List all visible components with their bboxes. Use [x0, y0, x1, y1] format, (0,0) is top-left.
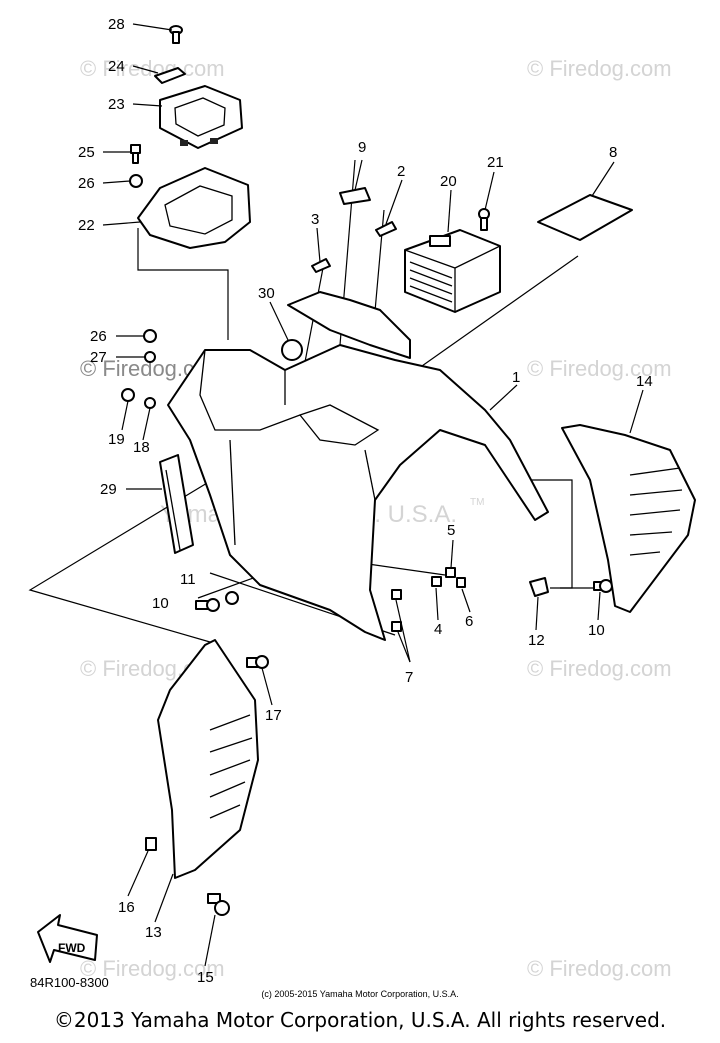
- callout-number: 26: [90, 328, 107, 345]
- callout-number: 25: [78, 144, 95, 161]
- callout-number: 13: [145, 924, 162, 941]
- callout-number: 22: [78, 217, 95, 234]
- guide-line: [137, 228, 229, 340]
- callout-number: 2: [397, 163, 405, 180]
- callout-number: 7: [405, 669, 413, 686]
- collar-18-icon: [144, 397, 156, 409]
- watermark-firedog: © Firedog.com: [527, 356, 672, 381]
- guide-line: [28, 444, 271, 643]
- watermarks: © Firedog.com © Firedog.com © Firedog.co…: [80, 56, 672, 981]
- callout-number: 27: [90, 349, 107, 366]
- callout-number: 21: [487, 154, 504, 171]
- side-cover-13-icon: [157, 639, 259, 879]
- plate-24-icon: [154, 67, 186, 84]
- watermark-firedog: © Firedog.com: [80, 56, 225, 81]
- callout-number: 16: [118, 899, 135, 916]
- pad-3-icon: [311, 258, 331, 273]
- clip-4-icon: [431, 576, 442, 587]
- strip-9-icon: [339, 187, 371, 205]
- callout-leaders: [102, 23, 644, 967]
- washer-27-icon: [144, 351, 156, 363]
- diagram-code: 84R100-8300: [30, 975, 109, 990]
- callout-number: 26: [78, 175, 95, 192]
- callout-number: 8: [609, 144, 617, 161]
- toolbox-20-icon: [404, 229, 501, 313]
- callout-number: 9: [358, 139, 366, 156]
- screw-21-icon: [478, 208, 490, 231]
- nut-26-icon: [143, 329, 157, 343]
- clip-7-icon: [391, 621, 402, 632]
- cover-23-icon: [159, 85, 243, 149]
- callout-number: 4: [434, 621, 442, 638]
- callout-number: 5: [447, 522, 455, 539]
- watermark-tm: TM: [470, 497, 484, 508]
- front-fender-1-icon: [167, 344, 549, 641]
- callout-number: 3: [311, 211, 319, 228]
- callout-number: 29: [100, 481, 117, 498]
- fwd-arrow-icon: FWD: [37, 914, 98, 963]
- clip-5-icon: [445, 567, 456, 578]
- fwd-label: FWD: [58, 941, 86, 955]
- bolt-10-icon: [195, 598, 220, 612]
- callout-number: 12: [528, 632, 545, 649]
- bolt-10-icon: [593, 579, 613, 593]
- watermark-firedog: © Firedog.com: [527, 56, 672, 81]
- washer-11-icon: [225, 591, 239, 605]
- clip-6-icon: [456, 577, 466, 588]
- main-copyright: ©2013 Yamaha Motor Corporation, U.S.A. A…: [53, 1008, 667, 1032]
- callout-number: 10: [152, 595, 169, 612]
- pad-2-icon: [375, 221, 397, 237]
- callout-number: 20: [440, 173, 457, 190]
- screw-28-icon: [169, 25, 183, 44]
- label-8-icon: [537, 194, 633, 241]
- callout-number: 28: [108, 16, 125, 33]
- callout-number: 17: [265, 707, 282, 724]
- watermark-firedog: © Firedog.com: [527, 956, 672, 981]
- callouts: 28 24 23 25 26 22 9 2 21 20 8 3 30 26 27…: [78, 16, 653, 986]
- side-cover-14-icon: [561, 424, 696, 613]
- guide-line: [394, 255, 579, 386]
- callout-number: 18: [133, 439, 150, 456]
- parts: FWD: [37, 25, 696, 963]
- grommet-19-icon: [121, 388, 135, 402]
- mudflap-29-icon: [159, 454, 194, 554]
- callout-number: 24: [108, 58, 125, 75]
- callout-number: 23: [108, 96, 125, 113]
- callout-number: 14: [636, 373, 653, 390]
- housing-22-icon: [137, 167, 251, 249]
- bolt-17-icon: [246, 655, 269, 669]
- bolt-25-icon: [130, 144, 141, 164]
- clipnut-12-icon: [529, 577, 549, 597]
- watermark-firedog: © Firedog.com: [80, 956, 225, 981]
- callout-number: 6: [465, 613, 473, 630]
- callout-number: 10: [588, 622, 605, 639]
- nut-26-icon: [129, 174, 143, 188]
- bolt-15-icon: [207, 893, 230, 916]
- bracket-30-icon: [281, 291, 411, 361]
- callout-number: 1: [512, 369, 520, 386]
- callout-number: 30: [258, 285, 275, 302]
- callout-number: 11: [180, 571, 196, 588]
- small-copyright: (c) 2005-2015 Yamaha Motor Corporation, …: [261, 989, 459, 999]
- grommet-16-icon: [145, 837, 157, 851]
- watermark-firedog: © Firedog.com: [527, 656, 672, 681]
- callout-number: 15: [197, 969, 214, 986]
- clip-7-icon: [391, 589, 402, 600]
- callout-number: 19: [108, 431, 125, 448]
